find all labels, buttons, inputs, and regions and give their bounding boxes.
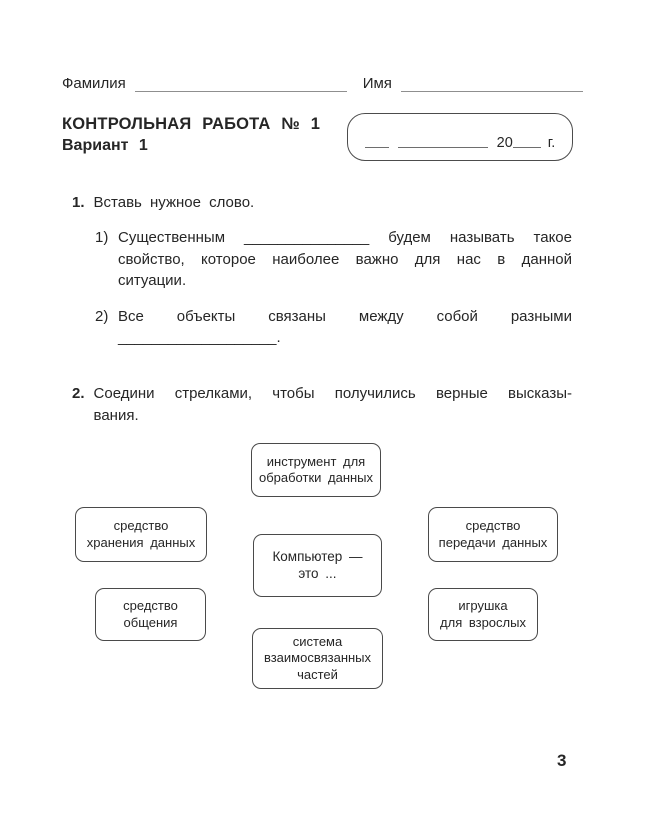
item-2-line-2: ___________________. [118,329,281,346]
task-1-item-2: 2) Все объекты связаны между собой разны… [95,306,572,349]
task-1-item-1: 1) Существенным _______________ будем на… [95,227,572,292]
task-2-prompt-line-1: Соедини стрелками, чтобы получились верн… [93,385,572,402]
answer-box-toy-for-adults: игрушка для взрослых [428,588,538,641]
title-block: КОНТРОЛЬНАЯ РАБОТА № 1 Вариант 1 [62,113,573,157]
title-row: КОНТРОЛЬНАЯ РАБОТА № 1 Вариант 1 20 г. [62,113,573,161]
answer-box-communication-means: средство общения [95,588,206,641]
date-day-blank [364,143,389,148]
name-row: Фамилия Имя [62,74,590,94]
item-1-number: 1) [95,229,109,246]
surname-blank-line [134,86,347,92]
date-month-blank [397,143,488,148]
date-year-prefix: 20 [496,135,513,151]
surname-label: Фамилия [62,75,126,92]
variant-label: Вариант 1 [62,137,148,154]
item-2-text: Все объекты связаны между собой разными … [118,306,572,349]
task-1-section: 1. Вставь нужное слово. 1) Существенным … [62,192,572,349]
task-1-heading: 1. Вставь нужное слово. [62,192,572,214]
task-2-number: 2. [72,385,85,402]
item-2-number: 2) [95,307,109,325]
date-year-blank [512,143,541,148]
date-box: 20 г. [347,113,573,161]
date-year-suffix: г. [547,135,556,151]
task-1-items: 1) Существенным _______________ будем на… [95,227,572,349]
item-1-text: Существенным _______________ будем назыв… [118,227,572,292]
item-1-line-1: Существенным _______________ будем назыв… [118,229,572,246]
answer-box-tool-for-data-processing: инструмент для обработки данных [251,443,381,497]
task-2-prompt-line-2: вания. [93,407,139,424]
item-1-line-2: свойство, которое наиболее важно для нас… [118,250,572,268]
task-1-prompt: Вставь нужное слово. [93,194,255,211]
answer-box-data-storage-means: средство хранения данных [75,507,207,562]
task-2-prompt: Соедини стрелками, чтобы получились верн… [94,383,572,427]
worksheet-title: КОНТРОЛЬНАЯ РАБОТА № 1 [62,115,321,133]
firstname-label: Имя [362,75,392,92]
item-1-line-3: ситуации. [118,272,187,289]
center-box-computer-is: Компьютер — это ... [253,534,382,597]
task-1-number: 1. [72,194,85,211]
answer-box-system-of-parts: система взаимосвязанных частей [252,628,383,689]
task-2-heading: 2. Соедини стрелками, чтобы получились в… [62,383,572,427]
firstname-blank-line [400,86,583,92]
item-2-line-1: Все объекты связаны между собой разными [118,307,572,325]
page-number: 3 [557,751,567,770]
answer-box-data-transfer-means: средство передачи данных [428,507,558,562]
task-2-section: 2. Соедини стрелками, чтобы получились в… [62,383,572,427]
